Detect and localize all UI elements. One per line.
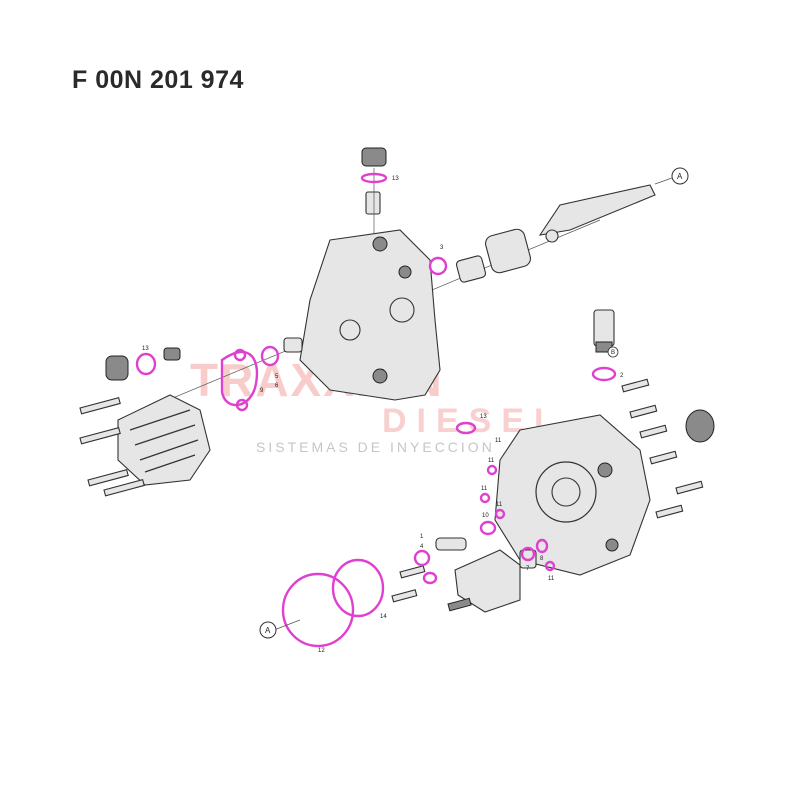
watermark-tagline: SISTEMAS DE INYECCION [256,439,495,455]
svg-text:2: 2 [620,373,624,379]
drive-shaft [455,184,656,283]
ref-a-top: A [671,167,689,185]
svg-text:A: A [677,172,683,181]
svg-text:13: 13 [392,176,399,182]
seal-7 [520,546,536,562]
connector-right [593,309,615,353]
svg-text:4: 4 [420,544,424,550]
seal-8 [535,538,549,554]
svg-text:10: 10 [482,513,489,519]
svg-text:11: 11 [495,438,502,444]
seal-11c [494,508,506,520]
seal-13a [360,172,388,184]
seal-4 [413,549,431,567]
svg-text:13: 13 [142,346,149,352]
seal-13c [455,421,477,435]
page-title: F 00N 201 974 [72,66,244,94]
svg-text:5: 5 [275,374,279,380]
svg-text:14: 14 [380,614,387,620]
seal-5 [260,345,280,367]
svg-text:1: 1 [420,534,424,540]
svg-text:11: 11 [488,458,495,464]
seal-9a [233,348,247,362]
o-ring-12 [281,572,355,648]
left-bolts [79,396,145,497]
svg-text:B: B [611,350,615,356]
o-ring-14 [331,558,385,618]
left-small-parts [105,337,303,381]
svg-text:9: 9 [260,388,264,394]
pump-cover [117,394,211,486]
svg-text:6: 6 [275,383,279,389]
svg-text:11: 11 [496,502,503,508]
svg-text:7: 7 [526,566,530,572]
seal-11d [544,560,556,572]
seal-2 [591,366,617,382]
seals [135,172,617,648]
svg-text:A: A [265,626,271,635]
svg-text:8: 8 [540,556,544,562]
svg-text:3: 3 [440,245,444,251]
seal-3 [428,256,448,276]
seal-1 [422,571,438,585]
seal-11a [486,464,498,476]
top-plug [361,147,387,238]
seal-11b [479,492,491,504]
metering-valve [435,537,537,613]
seal-9b [235,398,249,412]
right-bolts [621,378,715,519]
ref-a-bottom: A [259,621,277,639]
seal-13b [135,352,157,376]
ref-b: B [607,346,619,358]
svg-text:12: 12 [318,648,325,654]
svg-text:13: 13 [480,414,487,420]
svg-text:11: 11 [481,486,488,492]
lower-pump-body [494,414,651,576]
svg-text:11: 11 [548,576,555,582]
pump-head-housing [299,229,441,401]
lower-bolts [391,565,426,603]
seal-10 [479,520,497,536]
callout-labels: 13 3 13 9 5 6 2 13 11 11 11 10 1 4 7 8 1… [142,176,624,654]
